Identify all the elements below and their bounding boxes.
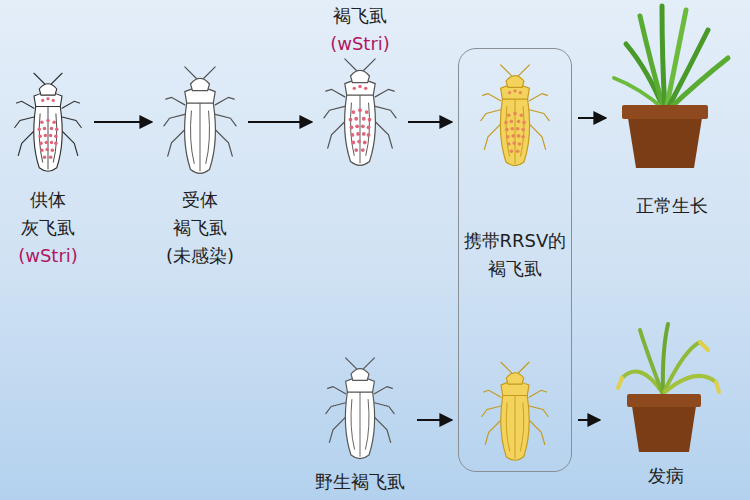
group-box: 携带RRSV的褐飞虱 bbox=[458, 48, 572, 472]
wild-insect bbox=[326, 358, 394, 459]
pot bbox=[628, 118, 702, 168]
leaf-tip bbox=[716, 382, 719, 392]
virus-insect bbox=[481, 65, 549, 166]
flow-arrow bbox=[94, 121, 152, 123]
leaf bbox=[667, 30, 708, 110]
node-label: 正常生长 bbox=[615, 192, 729, 220]
insect-node: 野生褐飞虱 bbox=[309, 352, 411, 496]
leaf-tip bbox=[618, 378, 622, 388]
node-label: 褐飞虱 bbox=[321, 2, 399, 30]
leaf bbox=[662, 6, 665, 110]
infected-insect bbox=[324, 59, 396, 165]
flow-arrow bbox=[248, 121, 312, 123]
flow-arrow bbox=[408, 121, 452, 123]
insect-node: 供体 灰飞虱(wStri) bbox=[8, 66, 88, 278]
plant-node: 正常生长 bbox=[612, 2, 732, 224]
recipient-insect bbox=[164, 67, 236, 173]
virus-insect bbox=[482, 362, 549, 460]
leaf bbox=[668, 58, 728, 110]
pot-rim bbox=[622, 105, 708, 119]
leaf bbox=[640, 330, 662, 392]
node-label: 供体 灰飞虱 bbox=[11, 186, 85, 242]
pot-rim bbox=[627, 394, 701, 407]
node-label: 野生褐飞虱 bbox=[312, 468, 408, 496]
donor-insect bbox=[15, 73, 82, 171]
infection-dots bbox=[349, 85, 372, 152]
healthy-plant bbox=[614, 6, 728, 168]
node-label: 发病 bbox=[609, 462, 723, 490]
strain-label: (wStri) bbox=[321, 30, 399, 58]
flow-arrow bbox=[578, 117, 606, 119]
leaf bbox=[664, 342, 700, 392]
node-label: 携带RRSV的褐飞虱 bbox=[462, 227, 568, 283]
leaf-tip bbox=[700, 342, 708, 350]
insect-node: 褐飞虱(wStri) bbox=[318, 2, 402, 180]
infection-dots bbox=[504, 89, 526, 153]
plant-node: 发病 bbox=[606, 318, 726, 494]
node-label: 受体 褐飞虱 (未感染) bbox=[161, 186, 239, 270]
flow-arrow bbox=[417, 419, 452, 421]
infection-dots bbox=[38, 97, 59, 159]
insect-node: 受体 褐飞虱 (未感染) bbox=[158, 60, 242, 278]
leaf bbox=[626, 44, 664, 110]
pot bbox=[632, 406, 696, 452]
strain-label: (wStri) bbox=[11, 242, 85, 270]
leaf bbox=[665, 376, 716, 392]
diseased-plant bbox=[618, 324, 719, 452]
flow-arrow bbox=[578, 419, 600, 421]
